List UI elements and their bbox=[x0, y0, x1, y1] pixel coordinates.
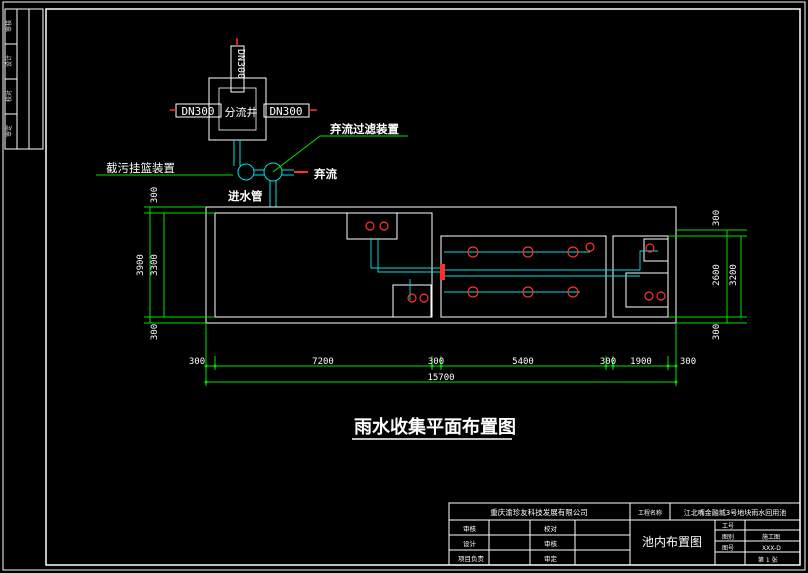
callout-basket: 截污挂篮装置 bbox=[106, 161, 175, 175]
well-right-pipe-label: DN300 bbox=[269, 105, 302, 118]
dim-bottom-ticks bbox=[204, 364, 678, 384]
callout-filter: 弃流过滤装置 bbox=[329, 122, 399, 136]
tb-label-mid-1: 校对 bbox=[544, 524, 558, 533]
callout-inlet: 进水管 bbox=[228, 189, 263, 203]
dim-right-1: 300 bbox=[712, 210, 722, 226]
dim-bottom-4: 5400 bbox=[512, 357, 534, 367]
tb-value-right-3: XXX-D bbox=[762, 545, 781, 552]
tb-label-mid-3: 审定 bbox=[544, 554, 558, 563]
dim-left-2: 3300 bbox=[150, 254, 160, 276]
dim-total: 15700 bbox=[427, 373, 454, 383]
side-strip-label-2: 设计 bbox=[5, 55, 13, 67]
tb-label-right-2: 图别 bbox=[722, 533, 734, 541]
side-strip-label-3: 校对 bbox=[5, 90, 13, 102]
tb-label-left-1: 审核 bbox=[463, 524, 477, 533]
tb-company: 重庆渝珍友科技发展有限公司 bbox=[490, 507, 588, 517]
main-valve bbox=[440, 264, 445, 280]
tb-label-right-1: 工号 bbox=[722, 523, 734, 530]
dim-bottom-7: 300 bbox=[680, 357, 696, 367]
tb-value-right-2: 施工图 bbox=[762, 533, 780, 541]
dim-right-4: 300 bbox=[712, 324, 722, 340]
dim-left-1: 300 bbox=[150, 187, 160, 203]
dim-bottom-6: 1900 bbox=[630, 357, 652, 367]
drawing-title: 雨水收集平面布置图 bbox=[354, 416, 516, 438]
tb-sheet-no: 第 1 张 bbox=[758, 556, 778, 564]
tb-project-label: 工程名称 bbox=[638, 509, 662, 517]
dim-bottom-1: 300 bbox=[189, 357, 205, 367]
callout-discard: 弃流 bbox=[313, 167, 337, 181]
inlet-pipework bbox=[233, 140, 294, 207]
well-left-pipe-label: DN300 bbox=[181, 105, 214, 118]
tb-project: 江北嘴金融城3号地块雨水回用池 bbox=[684, 508, 786, 517]
dim-right-lines bbox=[668, 229, 747, 324]
dim-bottom-5: 300 bbox=[600, 357, 616, 367]
well-name: 分流井 bbox=[225, 105, 258, 119]
dim-right-2: 2600 bbox=[712, 264, 722, 286]
dim-left-lines bbox=[144, 206, 215, 324]
diversion-well bbox=[170, 38, 317, 141]
side-strip-label-4: 审定 bbox=[5, 125, 13, 137]
dim-left-3: 3900 bbox=[136, 254, 146, 276]
title-block-grid bbox=[448, 502, 801, 566]
callout-leaders bbox=[96, 135, 408, 176]
tb-label-right-3: 图号 bbox=[722, 545, 734, 552]
tb-label-mid-2: 审核 bbox=[544, 539, 558, 548]
side-strip-label-1: 审核 bbox=[5, 20, 13, 32]
dim-right-3: 3200 bbox=[729, 264, 739, 286]
dim-bottom-2: 7200 bbox=[312, 357, 334, 367]
side-strip bbox=[4, 8, 44, 150]
equipment-markers bbox=[365, 221, 666, 303]
tb-label-left-3: 项目负责 bbox=[458, 554, 485, 563]
tb-label-left-2: 设计 bbox=[463, 539, 477, 548]
dim-left-4: 300 bbox=[150, 324, 160, 340]
pool-pipework bbox=[370, 238, 658, 300]
dim-bottom-3: 300 bbox=[428, 357, 444, 367]
tb-sheet-name: 池内布置图 bbox=[642, 535, 702, 549]
well-top-pipe-label: DN300 bbox=[235, 49, 246, 79]
